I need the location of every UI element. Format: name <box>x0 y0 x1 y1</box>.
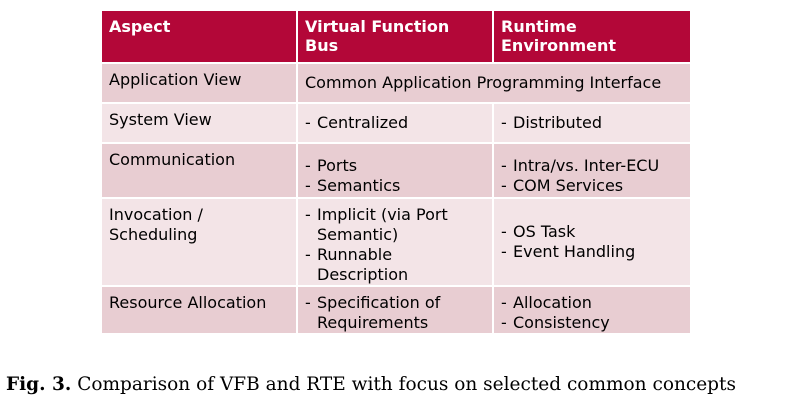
aspect-cell: Resource Allocation <box>102 287 298 335</box>
caption-text: Comparison of VFB and RTE with focus on … <box>77 374 736 395</box>
vfb-cell: -Ports -Semantics <box>298 144 494 199</box>
header-vfb: Virtual Function Bus <box>298 11 494 64</box>
rte-cell: -OS Task -Event Handling <box>494 199 690 287</box>
table-row: Resource Allocation -Specification of Re… <box>102 287 690 335</box>
rte-cell: -Allocation -Consistency <box>494 287 690 335</box>
aspect-cell: Communication <box>102 144 298 199</box>
figure-caption: Fig. 3. Comparison of VFB and RTE with f… <box>6 374 806 395</box>
list-item: -Intra/vs. Inter-ECU <box>501 156 660 175</box>
vfb-cell: -Specification of Requirements <box>298 287 494 335</box>
figure-label: Fig. 3. <box>6 374 72 395</box>
header-aspect: Aspect <box>102 11 298 64</box>
aspect-cell: Invocation / Scheduling <box>102 199 298 287</box>
vfb-cell: -Implicit (via Port Semantic) -Runnable … <box>298 199 494 287</box>
list-item: -Distributed <box>501 113 602 132</box>
table-row: Communication -Ports -Semantics -Intra/v… <box>102 144 690 199</box>
list-item: -OS Task <box>501 222 576 241</box>
aspect-cell: Application View <box>102 64 298 104</box>
list-item: -Event Handling <box>501 242 636 261</box>
merged-cell: Common Application Programming Interface <box>298 64 690 104</box>
header-rte: Runtime Environment <box>494 11 690 64</box>
list-item: -Implicit (via Port Semantic) <box>305 205 448 244</box>
rte-cell: -Intra/vs. Inter-ECU -COM Services <box>494 144 690 199</box>
table-row: Invocation / Scheduling -Implicit (via P… <box>102 199 690 287</box>
list-item: -Ports <box>305 156 358 175</box>
list-item: -Consistency <box>501 313 610 332</box>
table-row: System View -Centralized -Distributed <box>102 104 690 144</box>
header-row: Aspect Virtual Function Bus Runtime Envi… <box>102 11 690 64</box>
comparison-table: Aspect Virtual Function Bus Runtime Envi… <box>102 11 690 335</box>
list-item: -COM Services <box>501 176 624 195</box>
aspect-cell: System View <box>102 104 298 144</box>
list-item: -Centralized <box>305 113 409 132</box>
vfb-cell: -Centralized <box>298 104 494 144</box>
table-row: Application View Common Application Prog… <box>102 64 690 104</box>
list-item: -Runnable Description <box>305 245 409 284</box>
rte-cell: -Distributed <box>494 104 690 144</box>
list-item: -Semantics <box>305 176 401 195</box>
list-item: -Allocation <box>501 293 592 312</box>
list-item: -Specification of Requirements <box>305 293 441 332</box>
